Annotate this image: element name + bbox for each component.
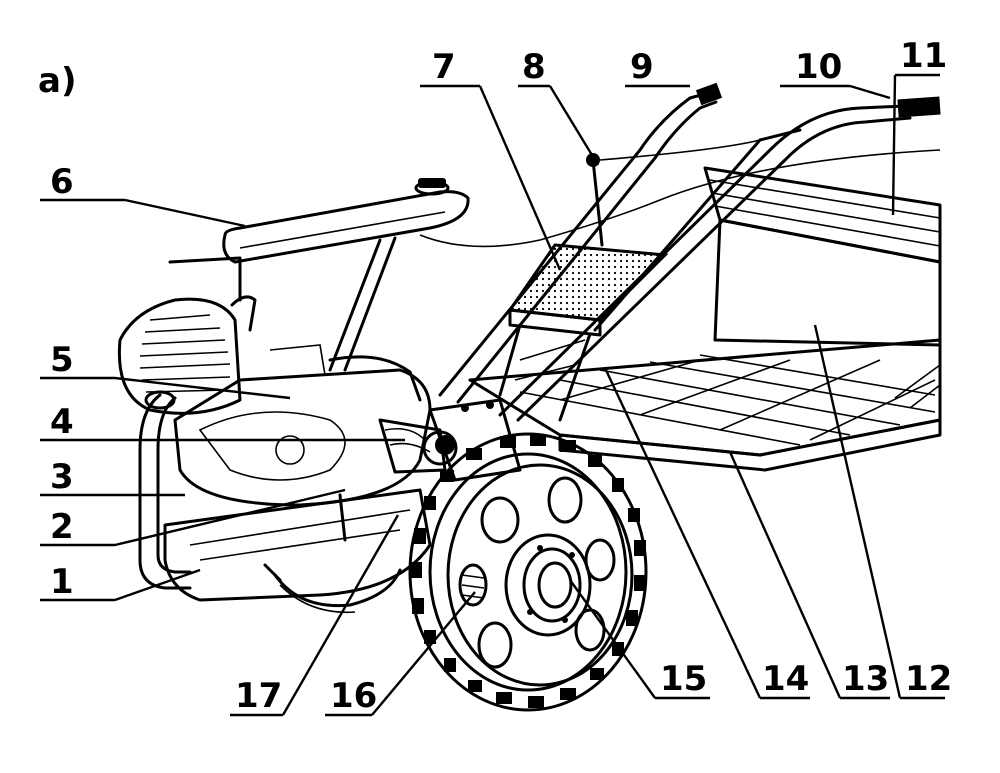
panel-label: a) xyxy=(38,61,76,101)
leader-lines xyxy=(40,73,945,717)
engine xyxy=(117,297,447,507)
trailer-platform xyxy=(468,338,942,472)
callout-10: 10 xyxy=(795,47,842,87)
fuel-tank xyxy=(168,178,470,372)
drive-wheel xyxy=(408,432,648,712)
callout-4: 4 xyxy=(50,402,74,442)
callout-15: 15 xyxy=(660,659,707,699)
callout-16: 16 xyxy=(330,676,377,716)
callout-2: 2 xyxy=(50,507,74,547)
callout-14: 14 xyxy=(762,659,809,699)
machine-illustration xyxy=(117,82,942,712)
callout-13: 13 xyxy=(842,659,889,699)
frame xyxy=(163,488,432,614)
callout-9: 9 xyxy=(630,47,654,87)
axle-housing xyxy=(422,398,522,482)
callout-7: 7 xyxy=(432,47,456,87)
callout-11: 11 xyxy=(900,36,947,76)
callout-17: 17 xyxy=(235,676,282,716)
callout-6: 6 xyxy=(50,162,74,202)
callout-labels: a) 1 2 3 4 5 6 7 8 9 10 11 12 13 14 15 1… xyxy=(38,36,952,716)
seat xyxy=(498,243,669,422)
handlebars xyxy=(419,82,941,422)
callout-3: 3 xyxy=(50,457,74,497)
callout-8: 8 xyxy=(522,47,546,87)
callout-1: 1 xyxy=(50,562,74,602)
trailer-box xyxy=(703,166,942,409)
callout-5: 5 xyxy=(50,340,74,380)
callout-12: 12 xyxy=(905,659,952,699)
